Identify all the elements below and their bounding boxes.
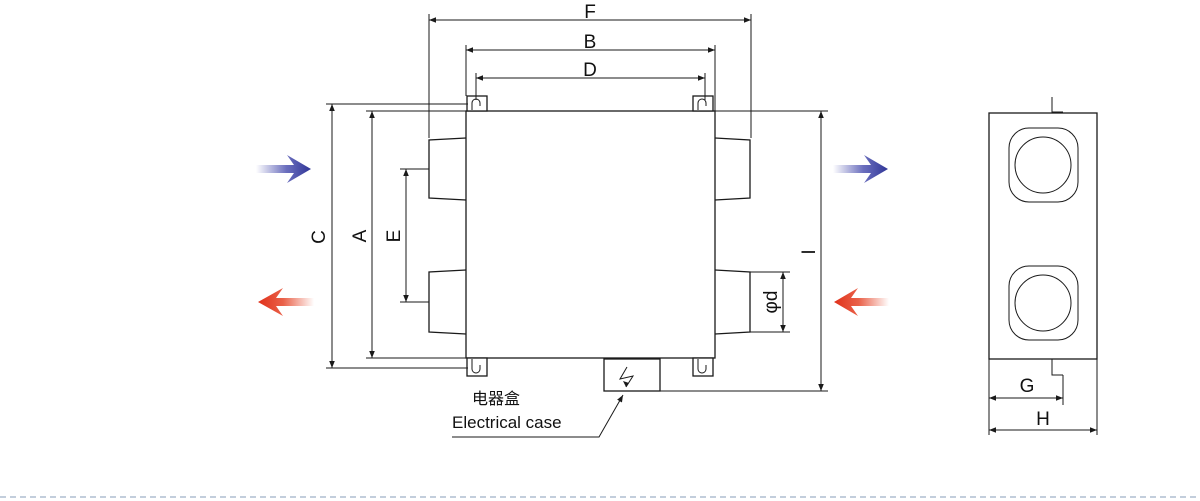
label-C: C	[309, 230, 330, 244]
label-F: F	[584, 2, 596, 23]
side-view-port-bottom	[1008, 265, 1079, 341]
mounting-bracket-bottom-right	[692, 357, 714, 377]
duct-left-bottom	[428, 269, 467, 335]
duct-right-top	[714, 137, 751, 201]
duct-right-bottom	[714, 269, 751, 335]
label-H: H	[1036, 409, 1050, 430]
side-view-body	[988, 112, 1098, 360]
supply-air-arrow-right	[833, 155, 888, 183]
electrical-case-label-cn: 电器盒	[472, 390, 520, 408]
side-view-port-top	[1008, 127, 1079, 203]
electrical-case-leader	[452, 394, 624, 438]
exhaust-air-arrow-left	[258, 288, 314, 316]
duct-left-top	[428, 137, 467, 201]
electrical-case-label-en: Electrical case	[452, 413, 562, 432]
label-G: G	[1020, 376, 1035, 397]
supply-air-arrow-left	[256, 155, 311, 183]
label-D: D	[583, 60, 597, 81]
mounting-bracket-bottom-left	[466, 357, 488, 377]
label-E: E	[384, 230, 405, 243]
label-I: I	[799, 249, 820, 254]
mounting-bracket-top-right	[692, 95, 714, 112]
electrical-case-box	[603, 358, 661, 392]
label-A: A	[350, 229, 371, 242]
exhaust-air-arrow-right	[834, 288, 889, 316]
label-phi-d: φd	[761, 291, 782, 314]
mounting-bracket-top-left	[466, 95, 488, 112]
unit-body	[465, 110, 716, 359]
label-B: B	[584, 32, 597, 53]
